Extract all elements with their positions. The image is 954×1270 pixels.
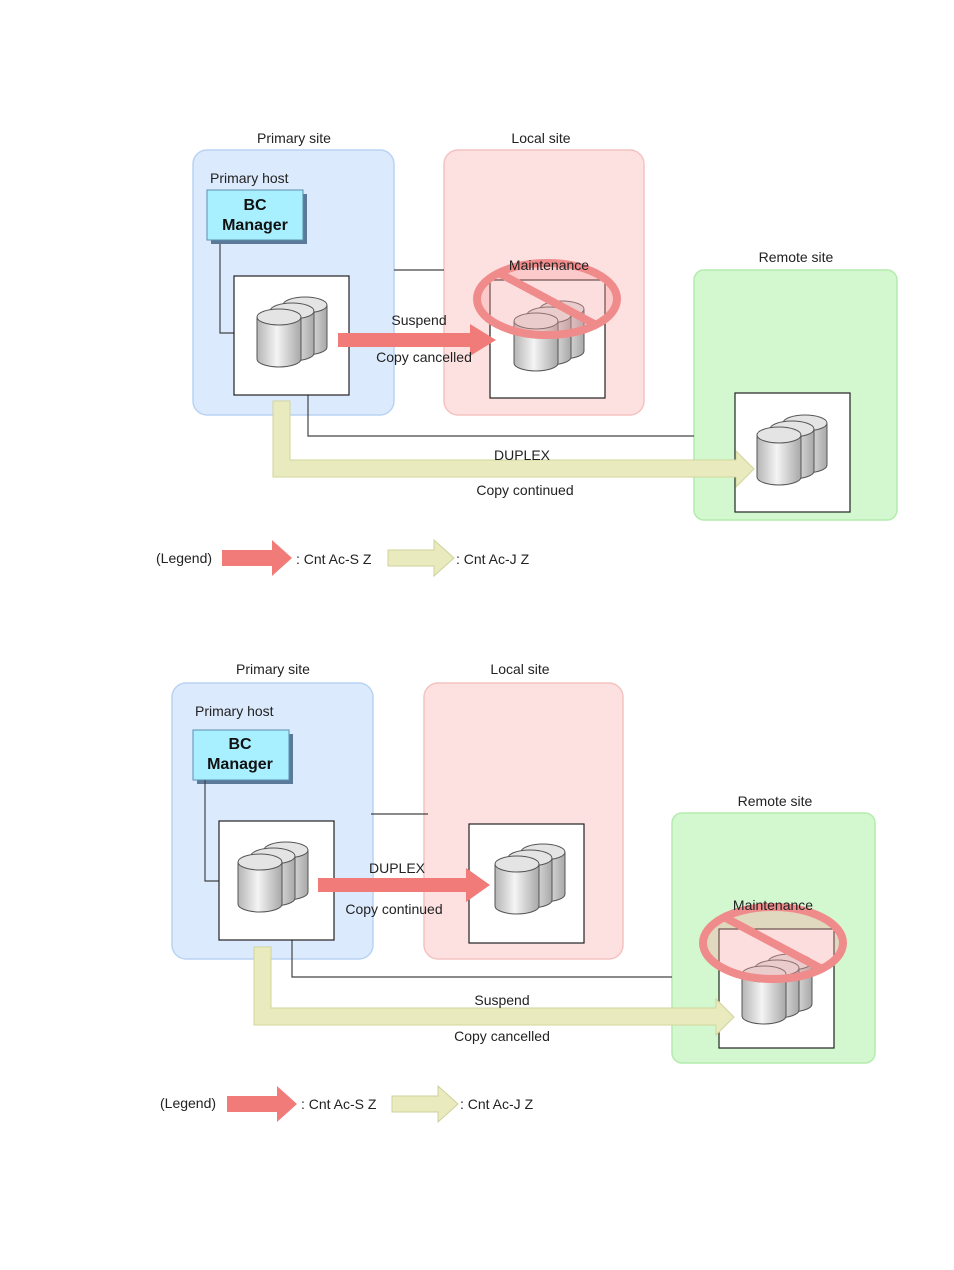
legend-yellow-arrow [391, 1084, 459, 1124]
primary-host-label: Primary host [195, 703, 274, 719]
remote-site-label: Remote site [759, 249, 834, 265]
legend: (Legend) : Cnt Ac-S Z : Cnt Ac-J Z [160, 1084, 534, 1124]
yellow-copy-arrow [272, 400, 755, 489]
yellow-status-1: Suspend [474, 992, 529, 1008]
host-connection-line [219, 244, 234, 334]
yellow-copy-arrow [253, 946, 735, 1037]
prohibited-icon [473, 259, 621, 339]
bc-manager-line2: Manager [207, 756, 273, 773]
legend-red-label: : Cnt Ac-S Z [301, 1096, 377, 1112]
red-copy-arrow [338, 324, 496, 356]
legend-yellow-label: : Cnt Ac-J Z [456, 551, 530, 567]
primary-site-label: Primary site [257, 130, 331, 146]
primary-host-label: Primary host [210, 170, 289, 186]
yellow-status-2: Copy cancelled [454, 1028, 550, 1044]
red-status-2: Copy cancelled [376, 349, 472, 365]
red-copy-arrow [318, 868, 490, 902]
bc-manager-line2: Manager [222, 217, 288, 234]
prohibited-icon [699, 903, 847, 983]
diagram-2: Primary site Local site Remote site Prim… [160, 661, 876, 1124]
legend-yellow-label: : Cnt Ac-J Z [460, 1096, 534, 1112]
bc-manager-line1: BC [228, 736, 252, 753]
red-status-2: Copy continued [345, 901, 442, 917]
bc-manager-line1: BC [243, 197, 267, 214]
yellow-status-2: Copy continued [476, 482, 573, 498]
maintenance-label: Maintenance [509, 257, 589, 273]
legend-red-label: : Cnt Ac-S Z [296, 551, 372, 567]
legend-red-arrow [227, 1086, 297, 1122]
legend-label: (Legend) [160, 1095, 216, 1111]
diagram-1: Primary site Local site Remote site Prim… [156, 130, 898, 578]
remote-site-label: Remote site [738, 793, 813, 809]
legend-yellow-arrow [387, 538, 455, 578]
red-status-1: DUPLEX [369, 860, 426, 876]
yellow-status-1: DUPLEX [494, 447, 551, 463]
local-site-label: Local site [490, 661, 549, 677]
primary-remote-line [307, 395, 694, 437]
primary-remote-line [291, 940, 672, 978]
local-site-label: Local site [511, 130, 570, 146]
maintenance-label: Maintenance [733, 897, 813, 913]
host-connection-line [204, 780, 219, 882]
red-status-1: Suspend [391, 312, 446, 328]
legend-label: (Legend) [156, 550, 212, 566]
legend: (Legend) : Cnt Ac-S Z : Cnt Ac-J Z [156, 538, 530, 578]
bc-manager-box: BC Manager [206, 189, 307, 244]
legend-red-arrow [222, 540, 292, 576]
primary-site-label: Primary site [236, 661, 310, 677]
bc-manager-box: BC Manager [192, 729, 293, 784]
